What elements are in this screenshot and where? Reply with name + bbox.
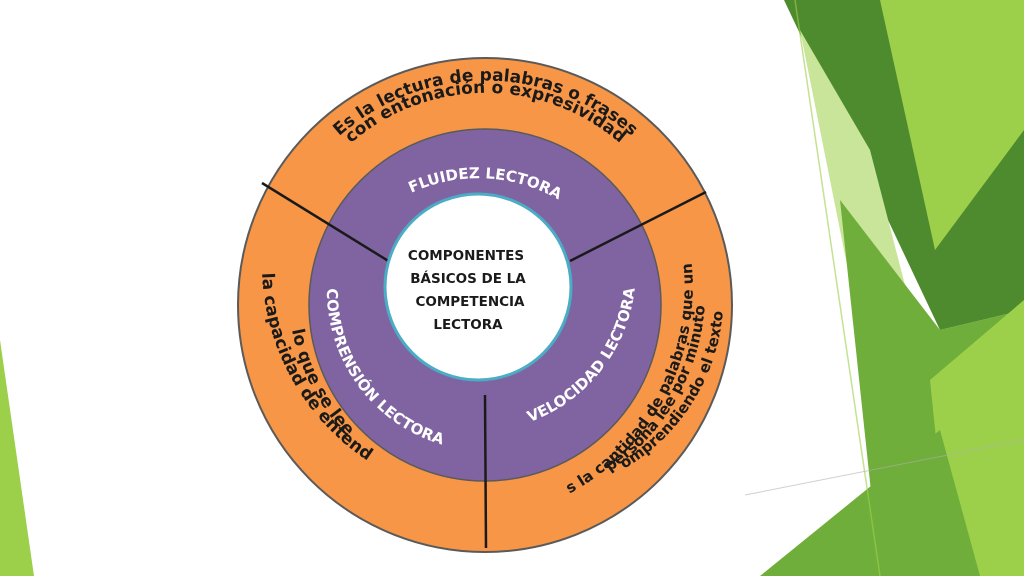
center-title: COMPONENTES BÁSICOS DE LA COMPETENCIA LE… — [408, 248, 526, 333]
green-band-mid-lower — [760, 430, 980, 576]
green-band-light-top — [880, 0, 1024, 250]
center-title-line-4: LECTORA — [433, 317, 503, 333]
center-title-line-2: BÁSICOS DE LA — [410, 270, 526, 287]
divider-line-right — [569, 190, 707, 263]
center-title-line-1: COMPONENTES — [408, 248, 524, 264]
center-circle — [383, 192, 573, 382]
thin-grey-line — [744, 439, 1024, 496]
thin-green-line — [794, 0, 881, 577]
center-title-line-3: COMPETENCIA — [415, 294, 525, 310]
divider-line-left — [261, 181, 391, 264]
divider-line-bottom — [483, 394, 488, 549]
green-corner-left — [0, 340, 34, 576]
